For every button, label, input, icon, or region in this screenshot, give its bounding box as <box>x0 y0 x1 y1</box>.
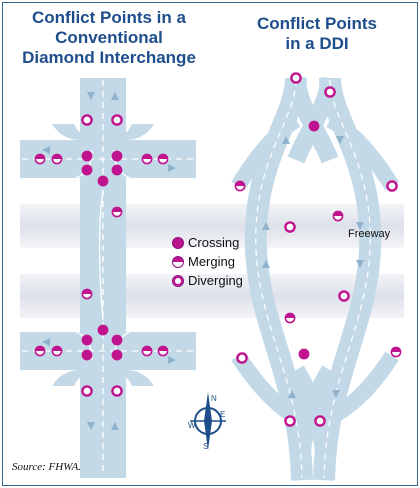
ddi-arrows <box>262 136 364 398</box>
title-ddi: Conflict Points in a DDI <box>228 14 406 54</box>
diverging-point <box>324 86 336 98</box>
crossing-point <box>97 324 109 336</box>
legend-item-diverging: Diverging <box>172 271 243 290</box>
merging-point <box>234 180 246 192</box>
diverging-point <box>81 385 93 397</box>
merging-point <box>390 346 402 358</box>
diverging-point <box>284 415 296 427</box>
legend: Crossing Merging Diverging <box>172 233 243 290</box>
merging-point <box>111 206 123 218</box>
merging-point <box>284 312 296 324</box>
crossing-dot-icon <box>172 236 184 249</box>
merging-point <box>157 153 169 165</box>
legend-label-diverging: Diverging <box>188 273 243 288</box>
compass: N E S W <box>188 392 226 451</box>
title-ddi-line1: Conflict Points <box>257 14 377 33</box>
title-conventional: Conflict Points in a Conventional Diamon… <box>6 8 212 68</box>
diverging-point <box>111 114 123 126</box>
legend-label-crossing: Crossing <box>188 235 240 250</box>
compass-s: S <box>203 442 208 451</box>
crossing-point <box>97 175 109 187</box>
legend-item-merging: Merging <box>172 252 243 271</box>
diverging-dot-icon <box>172 274 184 287</box>
merging-point <box>141 345 153 357</box>
conflict-points <box>34 72 402 427</box>
crossing-point <box>81 349 93 361</box>
diverging-point <box>111 385 123 397</box>
crossing-point <box>298 348 310 360</box>
ddi-lane-markings <box>255 79 371 479</box>
diverging-point <box>290 72 302 84</box>
crossing-point <box>81 164 93 176</box>
freeway-label: Freeway <box>348 228 391 240</box>
merging-dot-icon <box>172 255 184 268</box>
crossing-point <box>111 150 123 162</box>
merging-point <box>34 153 46 165</box>
crossing-point <box>81 150 93 162</box>
merging-point <box>81 288 93 300</box>
title-conventional-line3: Diamond Interchange <box>22 48 196 67</box>
crossing-point <box>111 349 123 361</box>
title-ddi-line2: in a DDI <box>285 34 349 53</box>
conventional-diamond-arrows <box>42 92 176 430</box>
diverging-point <box>236 352 248 364</box>
merging-point <box>34 345 46 357</box>
merging-point <box>332 210 344 222</box>
merging-point <box>51 345 63 357</box>
title-conventional-line2: Conventional <box>55 28 163 47</box>
title-conventional-line1: Conflict Points in a <box>32 8 186 27</box>
compass-w: W <box>188 421 196 430</box>
source-note: Source: FHWA. <box>12 461 82 473</box>
legend-item-crossing: Crossing <box>172 233 243 252</box>
crossing-point <box>111 164 123 176</box>
crossing-point <box>308 120 320 132</box>
diverging-point <box>314 415 326 427</box>
compass-e: E <box>220 410 225 419</box>
crossing-point <box>111 334 123 346</box>
diverging-point <box>386 180 398 192</box>
merging-point <box>51 153 63 165</box>
diverging-point <box>284 221 296 233</box>
legend-label-merging: Merging <box>188 254 235 269</box>
merging-point <box>141 153 153 165</box>
compass-n: N <box>211 394 217 403</box>
crossing-point <box>81 334 93 346</box>
merging-point <box>157 345 169 357</box>
diverging-point <box>338 290 350 302</box>
diverging-point <box>81 114 93 126</box>
